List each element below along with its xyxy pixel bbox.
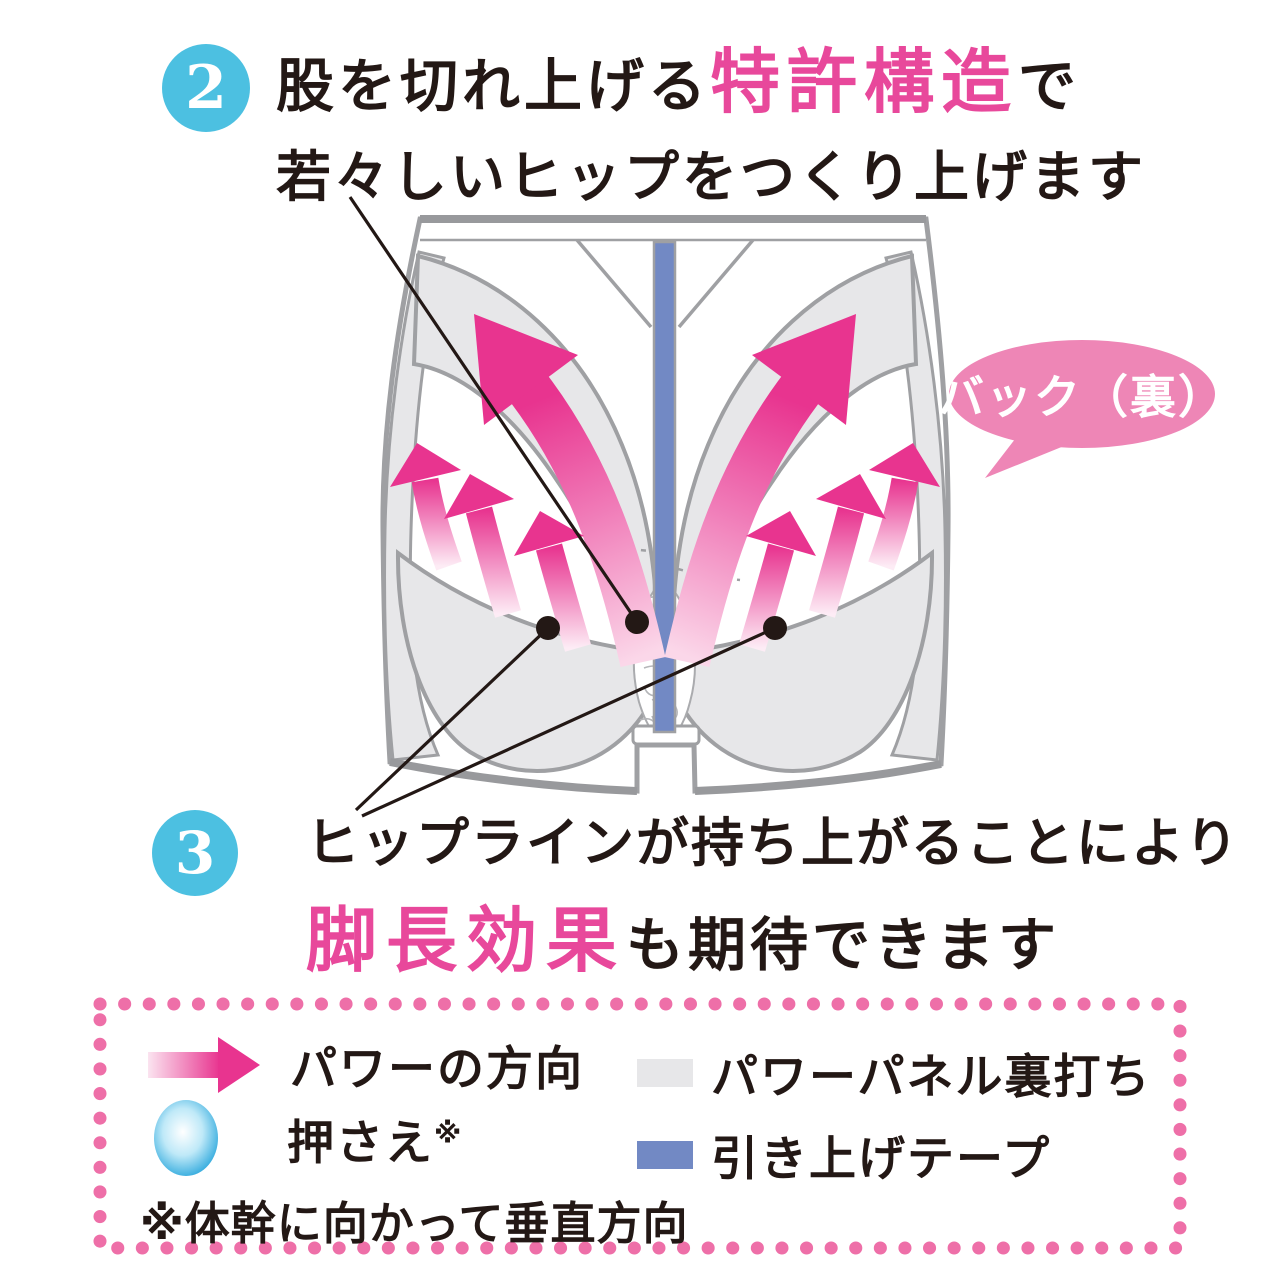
- press-ellipse-icon: [154, 1100, 218, 1176]
- legend-box: パワーの方向 パワーパネル裏打ち 押さえ※ 引き上げテープ ※体幹に向かって垂直…: [93, 997, 1187, 1255]
- callout-line-step3-left: [354, 626, 550, 812]
- step-2-badge: 2: [162, 44, 250, 132]
- callout-lines: [348, 196, 776, 818]
- step-2-line1: 股を切れ上げる特許構造で: [276, 40, 1081, 123]
- press-dot: [536, 616, 560, 640]
- lower-panel-right: [675, 548, 935, 773]
- lower-power-panels: [395, 548, 935, 773]
- legend-label: 引き上げテープ: [711, 1132, 1052, 1187]
- lift-tape-swatch-icon: [637, 1140, 693, 1169]
- legend-dotted-border: [93, 997, 1187, 1255]
- step-2-number: 2: [185, 53, 227, 123]
- callout-line-step2: [348, 196, 639, 623]
- step-3-line2: 脚長効果も期待できます: [306, 897, 1061, 982]
- legend-item-power-direction: パワーの方向: [148, 1030, 584, 1099]
- power-panel-swatch-icon: [637, 1058, 693, 1087]
- side-panel-left: [383, 250, 446, 762]
- power-arrow-small: [390, 443, 462, 571]
- legend-item-lift-tape: 引き上げテープ: [637, 1120, 1051, 1189]
- reference-mark: ※: [434, 1115, 464, 1149]
- step-2-highlight: 特許構造: [710, 40, 1019, 123]
- legend-label: 押さえ※: [287, 1115, 464, 1171]
- step-3-number: 3: [174, 819, 216, 887]
- side-panel-right: [884, 250, 947, 762]
- side-power-panels: [383, 250, 947, 762]
- legend-footnote: ※体幹に向かって垂直方向: [140, 1197, 689, 1250]
- press-point-dots: [536, 610, 787, 640]
- power-arrow-small: [444, 474, 521, 618]
- power-arrow-big-right: [664, 314, 856, 668]
- power-arrow-small: [868, 443, 940, 571]
- waistband: [420, 215, 926, 242]
- step-2-heading: 股を切れ上げる特許構造で 若々しいヒップをつくり上げます: [276, 40, 1146, 212]
- back-seams: [575, 238, 755, 329]
- lift-tape: [652, 240, 677, 734]
- power-arrow-small: [809, 474, 886, 618]
- legend-item-press: 押さえ※: [153, 1099, 463, 1177]
- callout-line-step3-right: [361, 626, 776, 818]
- legend-item-power-panel: パワーパネル裏打ち: [637, 1038, 1152, 1107]
- step-3-line1: ヒップラインが持ち上がることにより: [306, 812, 1240, 874]
- step-2-line2: 若々しいヒップをつくり上げます: [276, 144, 1147, 209]
- lower-panel-left: [395, 548, 655, 773]
- legend-label: パワーの方向: [290, 1042, 584, 1097]
- power-arrow-small: [514, 511, 591, 652]
- back-view-bubble-label: バック（裏）: [938, 370, 1226, 424]
- press-dot: [625, 610, 649, 634]
- power-arrows-small: [390, 443, 940, 652]
- press-dot: [763, 616, 787, 640]
- legend-label: パワーパネル裏打ち: [711, 1050, 1152, 1105]
- power-direction-arrow-icon: [148, 1036, 260, 1093]
- step-3-badge: 3: [152, 810, 238, 896]
- back-view-bubble-shape: [949, 340, 1215, 478]
- step-3-heading: ヒップラインが持ち上がることにより 脚長効果も期待できます: [306, 812, 1240, 986]
- leg-hems: [389, 758, 942, 795]
- step-3-highlight: 脚長効果: [306, 897, 627, 982]
